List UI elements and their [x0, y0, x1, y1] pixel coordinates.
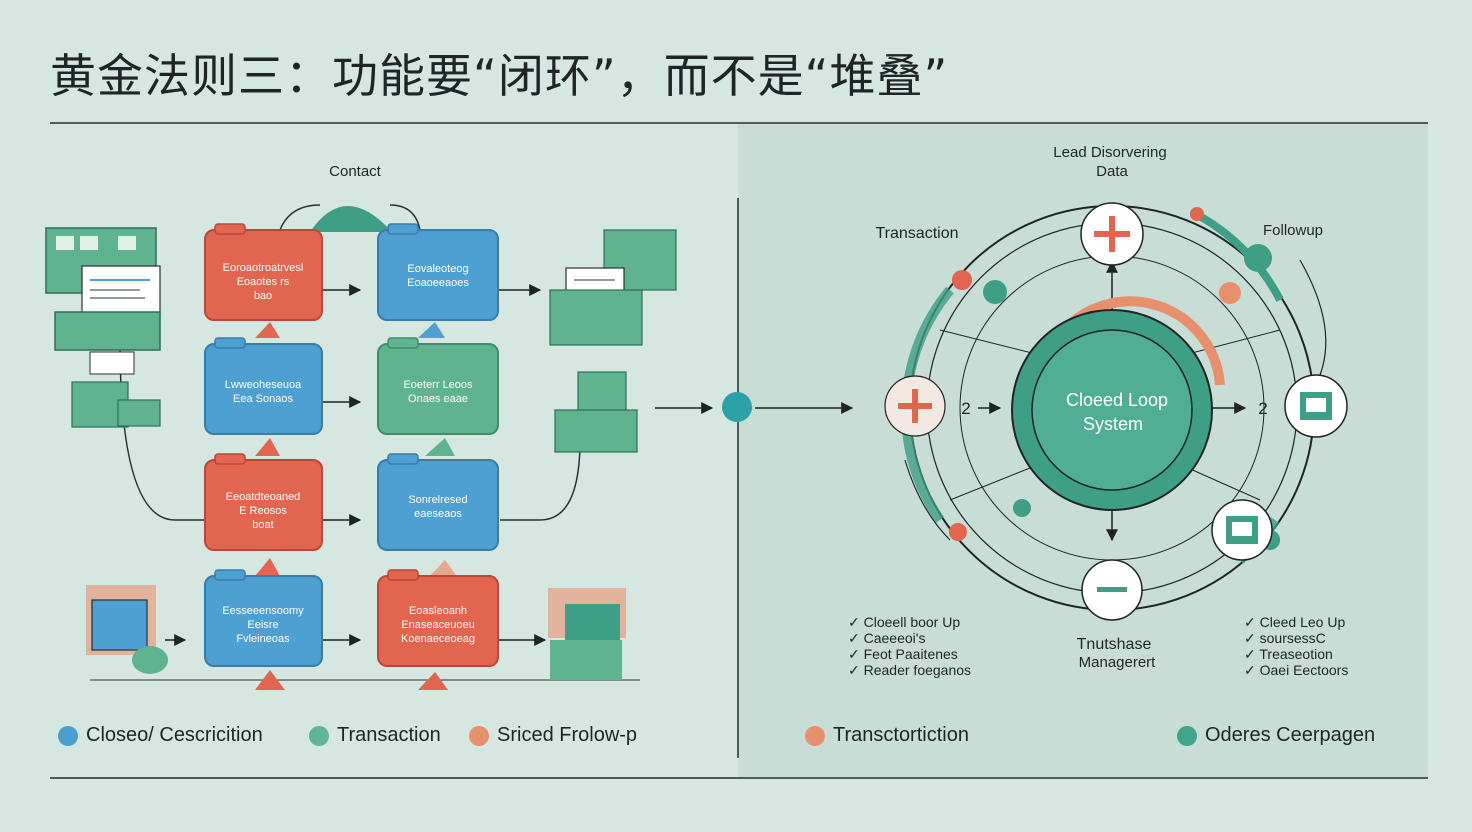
- plus-node-top: [1080, 202, 1144, 266]
- checklist-left: ✓ Cloeell boor Up ✓ Caeeeoi's ✓ Feot Paa…: [848, 614, 971, 678]
- flow-box-5: Eeoatdteoaned E Reosos boat: [204, 453, 323, 551]
- flow-box-1: Eoroaotroatrvesl Eoaotes rs bao: [204, 223, 323, 321]
- checklist-item: ✓ Cleed Leo Up: [1244, 614, 1346, 630]
- plus-node-left: [884, 375, 946, 437]
- flow-box-4: Eoeterr Leoos Onaes eaae: [377, 337, 499, 435]
- legend-label: Closeo/ Cescricition: [86, 724, 263, 746]
- svg-text:Eoaoeeaoes: Eoaoeeaoes: [407, 277, 469, 289]
- checklist-right: ✓ Cleed Leo Up ✓ soursessC ✓ Treaseotion…: [1244, 614, 1348, 678]
- checklist-item: ✓ Feot Paaitenes: [848, 646, 958, 662]
- contact-dome-icon: [310, 206, 392, 232]
- document-icon: [71, 351, 161, 428]
- device-icon-2: [554, 371, 638, 453]
- legend-dot: [58, 725, 78, 746]
- svg-text:eaeseaos: eaeseaos: [414, 508, 462, 520]
- svg-text:bao: bao: [254, 290, 272, 302]
- legend-item-1: Closeo/ Cescricition: [58, 724, 263, 747]
- legend-dot: [469, 725, 489, 746]
- followup-label: Followup: [1263, 222, 1323, 239]
- svg-text:Eoroaotroatrvesl: Eoroaotroatrvesl: [223, 262, 304, 274]
- flow-box-3: Lwweoheseuoa Eea Sonaos: [204, 337, 323, 435]
- checklist-item: ✓ Reader foeganos: [848, 662, 972, 678]
- legend-label: Oderes Ceerpagen: [1205, 724, 1376, 746]
- svg-text:Eeisre: Eeisre: [247, 619, 278, 631]
- contact-label: Contact: [329, 163, 382, 180]
- bottom-label-line1: Tnutshase: [1077, 636, 1152, 653]
- checklist-item: ✓ soursessC: [1244, 630, 1326, 646]
- top-divider: [50, 122, 1428, 124]
- svg-text:boat: boat: [252, 519, 273, 531]
- center-title-line1: Cloeed Loop: [1066, 390, 1168, 410]
- svg-text:Eea Sonaos: Eea Sonaos: [233, 393, 293, 405]
- page-title: 黄金法则三：功能要“闭环”，而不是“堆叠”: [50, 49, 949, 103]
- device-icon-1: [549, 229, 677, 346]
- bottom-label-line2: Managerert: [1079, 654, 1157, 671]
- flow-box-7: Eesseeensoomy Eeisre Fvleineoas: [204, 569, 323, 667]
- minus-node-bottom: [1081, 559, 1143, 621]
- svg-text:Enaseaceuoeu: Enaseaceuoeu: [401, 619, 474, 631]
- monitor-icon: [86, 585, 168, 674]
- checklist-item: ✓ Cloeell boor Up: [848, 614, 961, 630]
- svg-text:Eeoatdteoaned: Eeoatdteoaned: [226, 491, 301, 503]
- top-label-line1: Lead Disorvering: [1053, 144, 1166, 161]
- legend-label: Transctortiction: [833, 724, 969, 746]
- svg-text:Eoaotes rs: Eoaotes rs: [237, 276, 290, 288]
- computer-icon: [45, 227, 161, 351]
- legend-label: Sriced Frolow-p: [497, 724, 638, 746]
- right-step-number: 2: [1258, 399, 1267, 418]
- connector-node: [722, 392, 752, 422]
- legend-item-4: Transctortiction: [805, 724, 969, 747]
- svg-text:Eoeterr Leoos: Eoeterr Leoos: [403, 379, 473, 391]
- legend-dot: [805, 725, 825, 746]
- svg-text:Fvleineoas: Fvleineoas: [236, 633, 290, 645]
- svg-text:Onaes eaae: Onaes eaae: [408, 393, 468, 405]
- svg-text:Sonrelresed: Sonrelresed: [408, 494, 467, 506]
- vertical-divider: [737, 198, 739, 758]
- left-step-number: 2: [961, 399, 970, 418]
- flow-box-8: Eoasleoanh Enaseaceuoeu Koenaeceoeag: [377, 569, 499, 667]
- top-label-line2: Data: [1096, 163, 1128, 180]
- bottom-divider: [50, 777, 1428, 779]
- legend-item-2: Transaction: [309, 724, 441, 747]
- svg-text:Lwweoheseuoa: Lwweoheseuoa: [225, 379, 302, 391]
- legend-label: Transaction: [337, 724, 441, 746]
- flow-box-2: Eovaleoteog Eoaoeeaoes: [377, 223, 499, 321]
- box-icon: [548, 588, 626, 680]
- transaction-label: Transaction: [876, 225, 959, 242]
- svg-text:Eovaleoteog: Eovaleoteog: [407, 263, 468, 275]
- printer-node-bottom-right: [1211, 499, 1273, 561]
- legend-item-5: Oderes Ceerpagen: [1177, 724, 1375, 747]
- left-flow-diagram: Contact Eoroaotroatrvesl Eoaotes rs bao: [45, 163, 854, 690]
- checklist-item: ✓ Caeeeoi's: [848, 630, 926, 646]
- svg-text:Koenaeceoeag: Koenaeceoeag: [401, 633, 475, 645]
- legend-item-3: Sriced Frolow-p: [469, 724, 637, 747]
- checklist-item: ✓ Treaseotion: [1244, 646, 1333, 662]
- printer-node-right: [1284, 374, 1348, 438]
- legend-dot: [309, 725, 329, 746]
- svg-text:Eesseeensoomy: Eesseeensoomy: [222, 605, 304, 617]
- closed-loop-diagram: Cloeed Loop System Lead Disorver: [876, 144, 1348, 671]
- flow-box-6: Sonrelresed eaeseaos: [377, 453, 499, 551]
- center-title-line2: System: [1083, 414, 1143, 434]
- checklist-item: ✓ Oaei Eectoors: [1244, 662, 1349, 678]
- legend-dot: [1177, 725, 1197, 746]
- svg-text:E Reosos: E Reosos: [239, 505, 287, 517]
- svg-text:Eoasleoanh: Eoasleoanh: [409, 605, 467, 617]
